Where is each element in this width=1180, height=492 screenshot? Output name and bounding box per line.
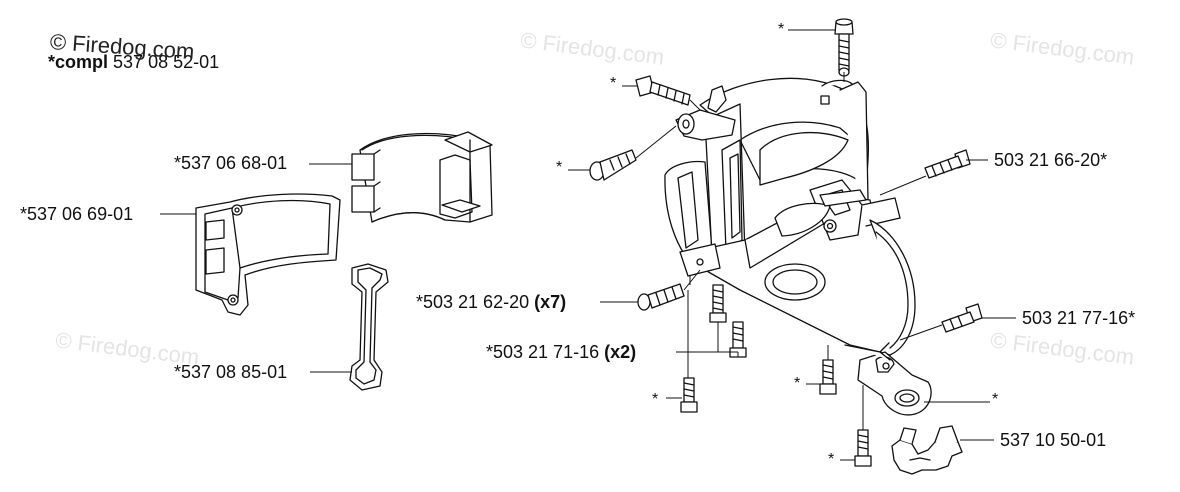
star-foot: * xyxy=(992,391,999,408)
screw-66-20 xyxy=(924,149,971,179)
star-top-screw: * xyxy=(778,21,785,38)
screw-lower-left xyxy=(680,377,698,413)
strip-gasket-part xyxy=(349,263,389,391)
main-bracket-housing xyxy=(664,77,932,416)
screw-62-20 xyxy=(637,283,685,311)
label-537-08-85-01: *537 08 85-01 xyxy=(174,362,288,382)
screw-71-16-b xyxy=(729,321,747,358)
star-bottom-screw: * xyxy=(828,451,835,468)
screw-lower-middle xyxy=(819,359,837,395)
screw-77-16 xyxy=(941,303,983,333)
label-537-10-50-01: 537 10 50-01 xyxy=(1000,430,1107,450)
screw-upper-left xyxy=(635,75,691,106)
screw-left-long xyxy=(589,149,637,181)
compl-number: 537 08 52-01 xyxy=(113,52,220,72)
assembly-heading: © Firedog.com *compl 537 08 52-01 xyxy=(48,29,220,72)
label-537-06-69-01: *537 06 69-01 xyxy=(20,204,134,224)
star-lower-left-screw: * xyxy=(652,391,659,408)
label-503-21-62-20-number: *503 21 62-20 xyxy=(416,292,530,312)
label-537-06-68-01: *537 06 68-01 xyxy=(174,153,288,173)
star-upper-left-screw: * xyxy=(610,75,617,92)
label-503-21-71-16-qty: (x2) xyxy=(604,342,637,362)
screw-71-16-a xyxy=(709,284,727,323)
duct-seal-part xyxy=(351,131,493,223)
star-lower-middle-screw: * xyxy=(794,375,801,392)
label-503-21-71-16-number: *503 21 71-16 xyxy=(486,342,600,362)
label-503-21-66-20: 503 21 66-20* xyxy=(994,150,1108,170)
label-503-21-77-16: 503 21 77-16* xyxy=(1022,308,1136,328)
label-503-21-71-16: *503 21 71-16 (x2) xyxy=(486,342,636,362)
label-503-21-62-20-qty: (x7) xyxy=(534,292,567,312)
star-left-screw: * xyxy=(556,159,563,176)
label-503-21-62-20: *503 21 62-20 (x7) xyxy=(416,292,566,312)
leader-lines xyxy=(160,29,1016,461)
frame-gasket-part xyxy=(195,193,341,316)
clip-part xyxy=(891,425,963,475)
compl-prefix: *compl xyxy=(48,52,109,72)
screw-top xyxy=(834,18,854,77)
screw-bottom xyxy=(854,429,872,467)
